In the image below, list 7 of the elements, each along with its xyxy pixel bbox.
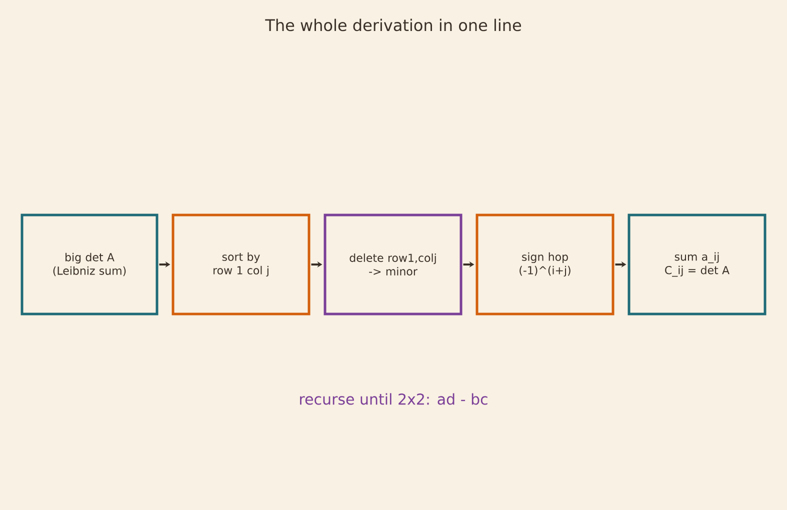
process-box: sum a_ij C_ij = det A	[628, 214, 766, 316]
process-box: delete row1,colj -> minor	[324, 214, 462, 316]
process-box: sign hop (-1)^(i+j)	[476, 214, 614, 316]
process-box: sort by row 1 col j	[172, 214, 310, 316]
process-box: big det A (Leibniz sum)	[20, 214, 158, 316]
title: The whole derivation in one line	[265, 18, 522, 32]
note: recurse until 2x2: ad - bc	[300, 393, 488, 405]
